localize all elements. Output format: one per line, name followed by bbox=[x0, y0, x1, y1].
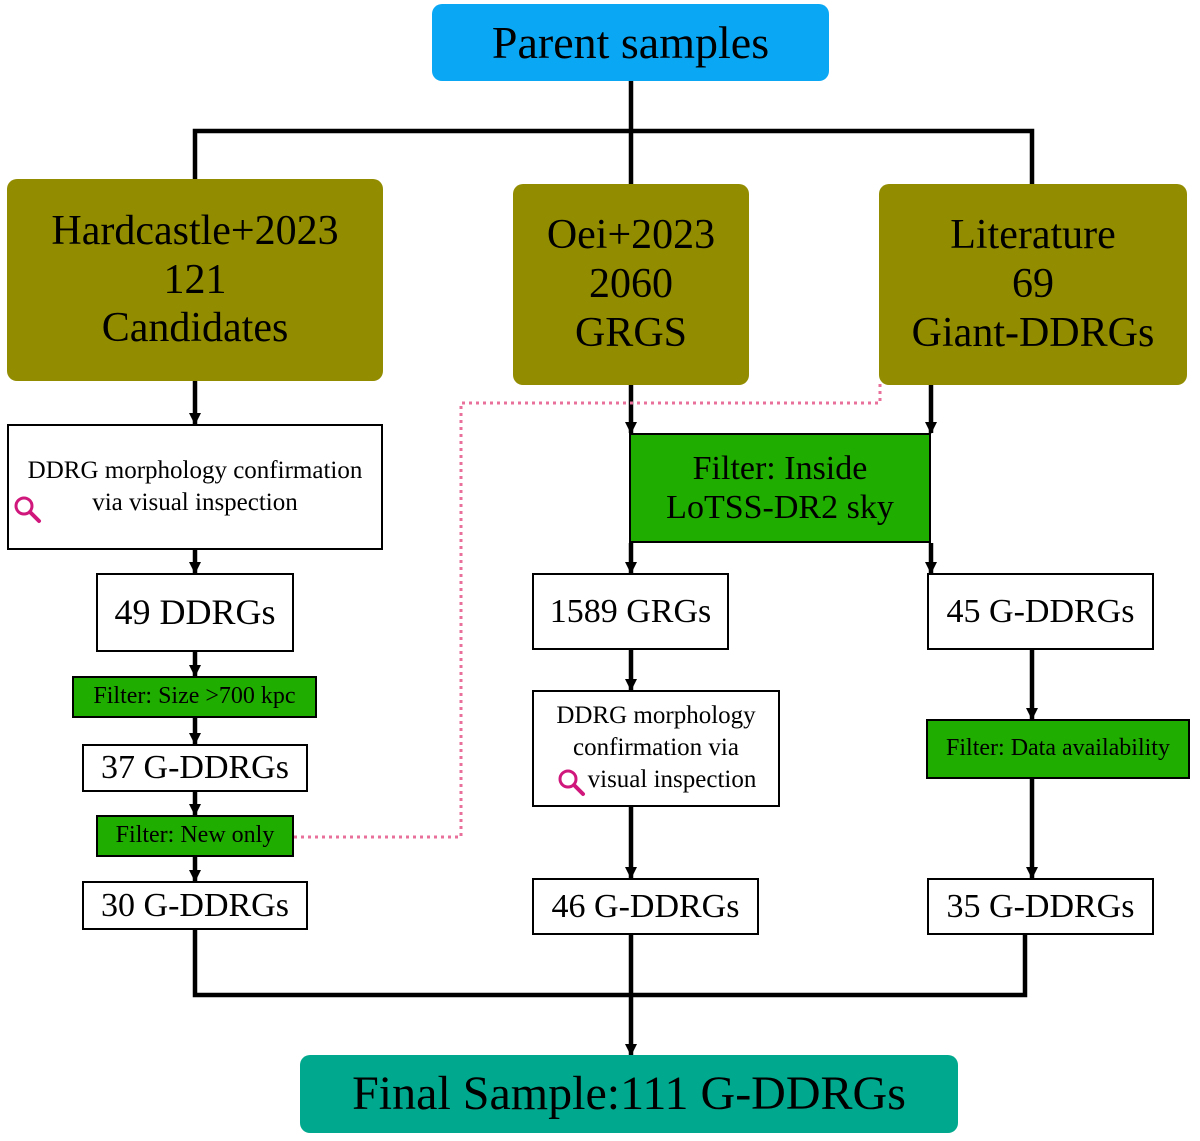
hardcastle-count: 121 bbox=[163, 256, 227, 303]
gddrgs-35-label: 35 G-DDRGs bbox=[946, 887, 1135, 925]
gddrgs-37-box: 37 G-DDRGs bbox=[82, 744, 308, 792]
literature-source-box: Literature 69 Giant-DDRGs bbox=[879, 184, 1187, 385]
size-filter-box: Filter: Size >700 kpc bbox=[72, 676, 317, 718]
gddrgs-46-label: 46 G-DDRGs bbox=[551, 887, 740, 925]
left-inspect-line2: via visual inspection bbox=[92, 489, 298, 516]
oei-kind: GRGS bbox=[574, 309, 688, 356]
middle-inspect-line1: DDRG morphology bbox=[556, 702, 756, 730]
new-only-filter-label: Filter: New only bbox=[115, 822, 275, 849]
oei-count: 2060 bbox=[589, 261, 673, 308]
gddrgs-35-box: 35 G-DDRGs bbox=[927, 878, 1154, 935]
oei-source-box: Oei+2023 2060 GRGS bbox=[513, 184, 749, 385]
ddrgs-49-box: 49 DDRGs bbox=[96, 573, 294, 652]
gddrgs-45-label: 45 G-DDRGs bbox=[946, 592, 1135, 630]
hardcastle-kind: Candidates bbox=[101, 305, 289, 352]
data-availability-filter-label: Filter: Data availability bbox=[946, 735, 1170, 762]
parent-samples-label: Parent samples bbox=[491, 16, 770, 68]
literature-kind: Giant-DDRGs bbox=[911, 309, 1155, 356]
middle-inspect-line3: visual inspection bbox=[587, 766, 757, 794]
data-availability-filter-box: Filter: Data availability bbox=[926, 719, 1190, 779]
middle-visual-inspection-box: DDRG morphology confirmation via visual … bbox=[532, 690, 780, 807]
hardcastle-source-box: Hardcastle+2023 121 Candidates bbox=[7, 179, 383, 381]
left-visual-inspection-box: DDRG morphology confirmation via visual … bbox=[7, 424, 383, 550]
lotss-filter-line1: Filter: Inside bbox=[692, 449, 868, 487]
left-inspect-line1: DDRG morphology confirmation bbox=[27, 456, 363, 484]
final-sample-box: Final Sample:111 G-DDRGs bbox=[300, 1055, 958, 1133]
gddrgs-45-box: 45 G-DDRGs bbox=[927, 573, 1154, 650]
new-only-filter-box: Filter: New only bbox=[96, 815, 294, 857]
grgs-1589-box: 1589 GRGs bbox=[532, 573, 729, 650]
oei-name: Oei+2023 bbox=[546, 212, 716, 259]
gddrgs-30-label: 30 G-DDRGs bbox=[101, 886, 289, 924]
bottom-merge-line bbox=[192, 930, 1028, 998]
grgs-1589-label: 1589 GRGs bbox=[549, 592, 712, 630]
gddrgs-37-label: 37 G-DDRGs bbox=[101, 749, 289, 787]
gddrgs-30-box: 30 G-DDRGs bbox=[82, 881, 308, 930]
literature-name: Literature bbox=[950, 212, 1116, 259]
hardcastle-name: Hardcastle+2023 bbox=[51, 207, 339, 254]
lotss-filter-line2: LoTSS-DR2 sky bbox=[666, 489, 894, 526]
middle-inspect-line2: confirmation via bbox=[573, 734, 739, 762]
final-sample-label: Final Sample:111 G-DDRGs bbox=[352, 1067, 906, 1121]
gddrgs-46-box: 46 G-DDRGs bbox=[532, 878, 759, 935]
size-filter-label: Filter: Size >700 kpc bbox=[93, 683, 296, 710]
ddrgs-49-label: 49 DDRGs bbox=[114, 591, 276, 632]
top-branch-line bbox=[192, 128, 1035, 184]
parent-samples-box: Parent samples bbox=[432, 4, 829, 81]
magnifier-icon bbox=[14, 496, 41, 523]
magnifier-icon bbox=[558, 769, 585, 796]
lotss-filter-box: Filter: Inside LoTSS-DR2 sky bbox=[629, 433, 931, 543]
literature-count: 69 bbox=[1012, 261, 1054, 308]
